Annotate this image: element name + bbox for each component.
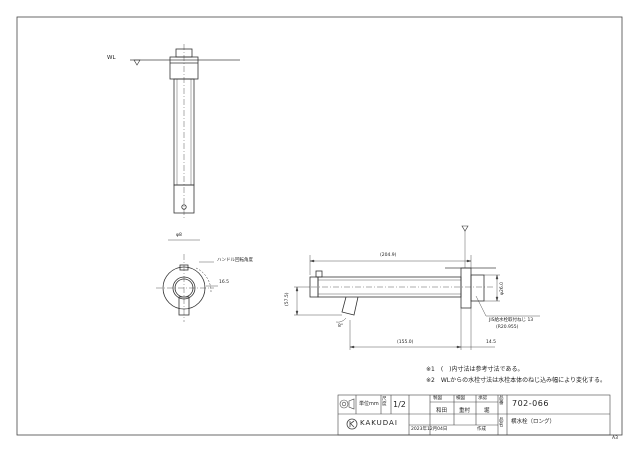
part-number: 702-066 bbox=[512, 399, 549, 408]
scale-label: 尺度 bbox=[382, 397, 387, 407]
company-name: KAKUDAI bbox=[360, 419, 398, 427]
creation-date: 2023年12月04日 bbox=[411, 427, 448, 432]
date-suffix: 作成 bbox=[477, 427, 486, 432]
section-dim-b: 16.5 bbox=[219, 280, 230, 285]
right-flange bbox=[460, 267, 472, 309]
title-block bbox=[337, 394, 611, 436]
role-name-check: 重村 bbox=[459, 408, 471, 414]
thread-note-line1: JIS給水栓取付ねじ 13 bbox=[489, 318, 534, 323]
body-length-dim: (155.0) bbox=[397, 340, 414, 345]
unit-label: 単位mm bbox=[359, 401, 379, 407]
kakudai-logo-mark bbox=[346, 418, 358, 430]
front-view bbox=[130, 44, 240, 218]
wl-triangle bbox=[133, 59, 141, 66]
side-view bbox=[309, 225, 496, 316]
height-dim: (57.5) bbox=[285, 292, 290, 306]
diameter-dim: φ26.0 bbox=[500, 282, 505, 295]
thread-note-line2: (R20.955) bbox=[496, 325, 519, 330]
sheet-border bbox=[16, 16, 623, 436]
role-header-draft: 製図 bbox=[433, 396, 442, 401]
part-name-label: 品名 bbox=[499, 418, 504, 428]
role-name-approve: 堀 bbox=[484, 408, 490, 414]
rotation-arc bbox=[195, 267, 212, 293]
role-header-approve: 承認 bbox=[478, 396, 487, 401]
note-1: ※1 ( )内寸法は参考寸法である。 bbox=[426, 366, 524, 373]
handle-rotation-note: ハンドル回転角度 bbox=[217, 258, 253, 263]
right-nut bbox=[470, 274, 485, 302]
wl-triangle-right bbox=[461, 225, 469, 232]
top-knob bbox=[315, 270, 323, 278]
role-name-draft: 和田 bbox=[436, 408, 448, 414]
part-name: 横水栓（ロング） bbox=[511, 419, 556, 425]
part-number-label: 品番 bbox=[499, 396, 504, 406]
dimension-lines bbox=[168, 239, 540, 350]
angle-dim: 8° bbox=[338, 324, 344, 329]
section-view bbox=[156, 254, 214, 322]
spout-nozzle bbox=[341, 296, 359, 316]
section-dim-a: φ8 bbox=[176, 233, 182, 238]
page-size: A3 bbox=[612, 436, 618, 441]
wl-label: WL bbox=[107, 55, 116, 61]
note-2: ※2 WLからの水栓寸法は水栓本体のねじ込み幅により変化する。 bbox=[426, 377, 607, 384]
role-header-check: 検図 bbox=[456, 396, 465, 401]
overall-length-dim: (204.9) bbox=[380, 253, 397, 258]
scale-value: 1/2 bbox=[393, 400, 406, 409]
flange-offset-dim: 14.5 bbox=[486, 340, 497, 345]
